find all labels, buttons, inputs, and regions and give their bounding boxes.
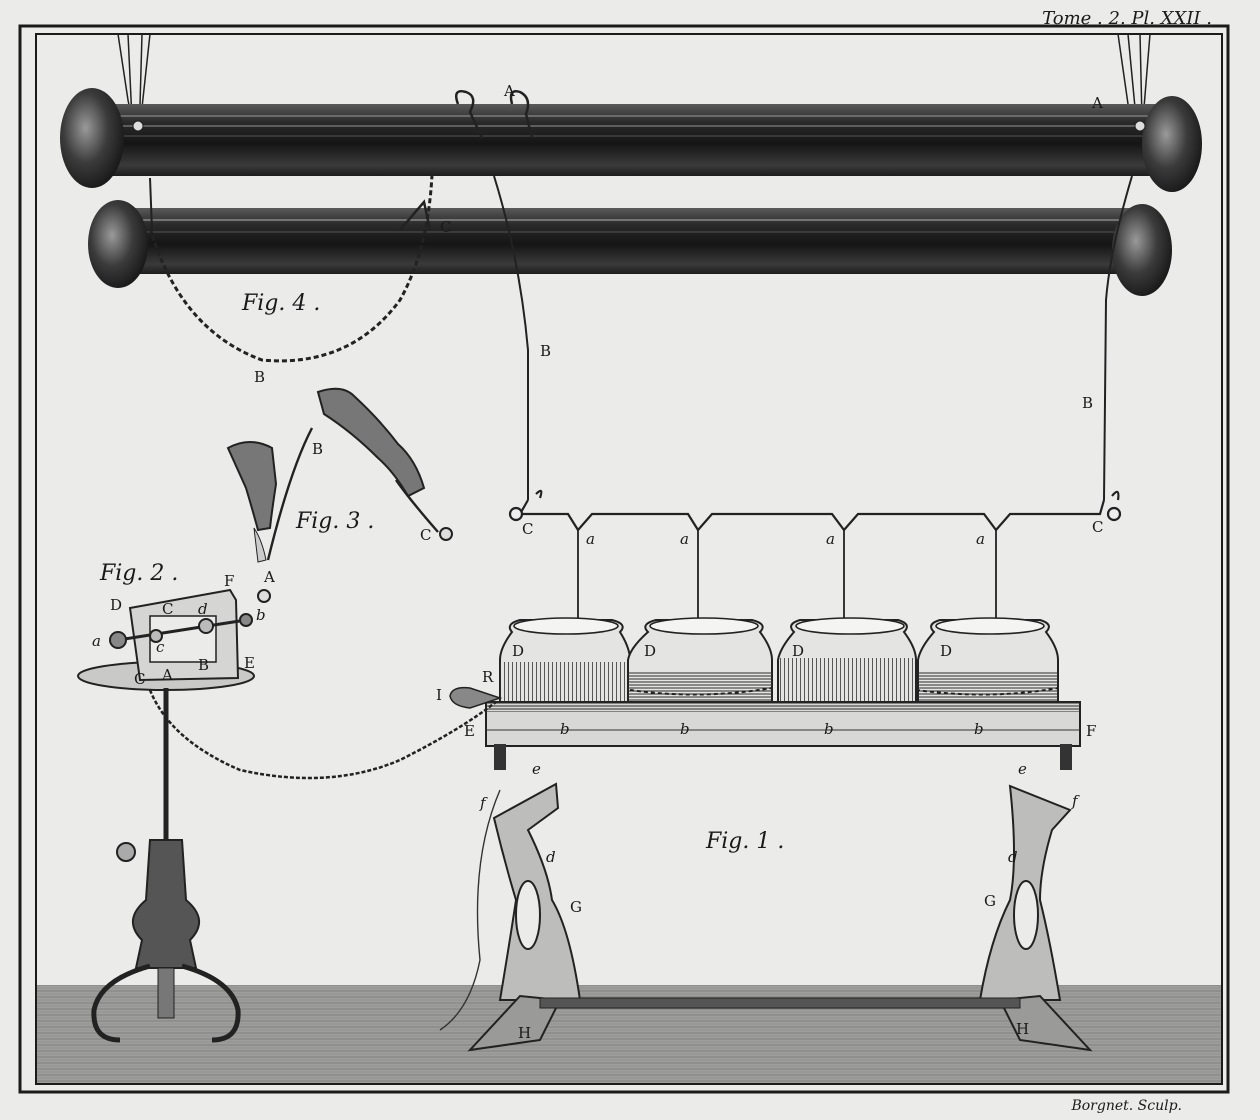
outer-border xyxy=(18,24,1230,1094)
label-d: d xyxy=(198,600,208,618)
label-I: I xyxy=(436,686,442,704)
lower-tube-right-cap xyxy=(1112,204,1172,296)
label-e: e xyxy=(1018,760,1027,778)
label-C: C xyxy=(420,526,431,544)
jar-3 xyxy=(777,617,917,709)
label-H: H xyxy=(518,1024,531,1042)
label-a: a xyxy=(826,530,835,548)
fig4-title: Fig. 4 . xyxy=(241,291,320,316)
label-a: a xyxy=(586,530,595,548)
label-D: D xyxy=(940,642,952,660)
label-G: G xyxy=(570,898,582,916)
left-wire-B xyxy=(493,175,529,500)
right-wire-B xyxy=(1103,175,1133,501)
label-d: d xyxy=(546,848,556,866)
label-e: e xyxy=(532,760,541,778)
fig4-chain xyxy=(148,174,434,363)
label-H: H xyxy=(1016,1020,1029,1038)
label-B: B xyxy=(254,368,265,386)
label-A: A xyxy=(263,568,275,586)
label-b: b xyxy=(974,720,984,738)
jar-1 xyxy=(499,617,631,709)
label-a: a xyxy=(92,632,101,650)
label-C: C xyxy=(440,218,451,236)
label-d: d xyxy=(1008,848,1018,866)
label-D: D xyxy=(792,642,804,660)
label-a: a xyxy=(680,530,689,548)
label-b: b xyxy=(560,720,570,738)
label-C: C xyxy=(522,520,533,538)
label-B: B xyxy=(540,342,551,360)
fig2-adjust-knob xyxy=(116,842,136,862)
upper-tube-right-cap xyxy=(1142,96,1202,192)
label-A: A xyxy=(503,82,515,100)
table xyxy=(467,701,1093,1052)
fig3-title: Fig. 3 . xyxy=(295,509,374,534)
lever-R xyxy=(449,686,503,709)
leyden-jars xyxy=(499,617,1059,709)
label-A: A xyxy=(1091,94,1103,112)
upper-conductor-tube xyxy=(60,88,1202,192)
label-D: D xyxy=(110,596,122,614)
fig2-title: Fig. 2 . xyxy=(99,561,178,586)
label-C: C xyxy=(162,600,173,618)
distribution-rod xyxy=(508,489,1122,532)
fig2-stand xyxy=(77,588,255,1043)
label-D: D xyxy=(644,642,656,660)
label-C: C xyxy=(1092,518,1103,536)
lower-tube-left-cap xyxy=(88,200,148,288)
label-B: B xyxy=(1082,394,1093,412)
fig3-hands xyxy=(226,387,453,603)
label-b: b xyxy=(256,606,266,624)
fig1-title: Fig. 1 . xyxy=(705,829,784,854)
plate-header: Tome . 2. Pl. XXII . xyxy=(1042,8,1212,29)
label-B: B xyxy=(198,656,209,674)
label-G: G xyxy=(984,892,996,910)
label-a: a xyxy=(976,530,985,548)
label-R: R xyxy=(482,668,494,686)
engraver-signature: Borgnet. Sculp. xyxy=(1071,1098,1182,1114)
label-b: b xyxy=(680,720,690,738)
label-f: f xyxy=(1071,792,1080,810)
label-E: E xyxy=(244,654,255,672)
lower-conductor-tube xyxy=(88,199,1172,296)
upper-tube-left-cap xyxy=(60,88,124,188)
inner-border xyxy=(35,33,1223,1085)
label-f: f xyxy=(479,794,488,812)
connecting-chain xyxy=(148,689,497,780)
label-c: c xyxy=(156,638,165,656)
label-D: D xyxy=(512,642,524,660)
label-E: E xyxy=(464,722,475,740)
label-B: B xyxy=(312,440,323,458)
label-b: b xyxy=(824,720,834,738)
label-F: F xyxy=(1086,722,1096,740)
label-C: C xyxy=(134,670,145,688)
label-A: A xyxy=(161,666,173,684)
label-F: F xyxy=(224,572,234,590)
